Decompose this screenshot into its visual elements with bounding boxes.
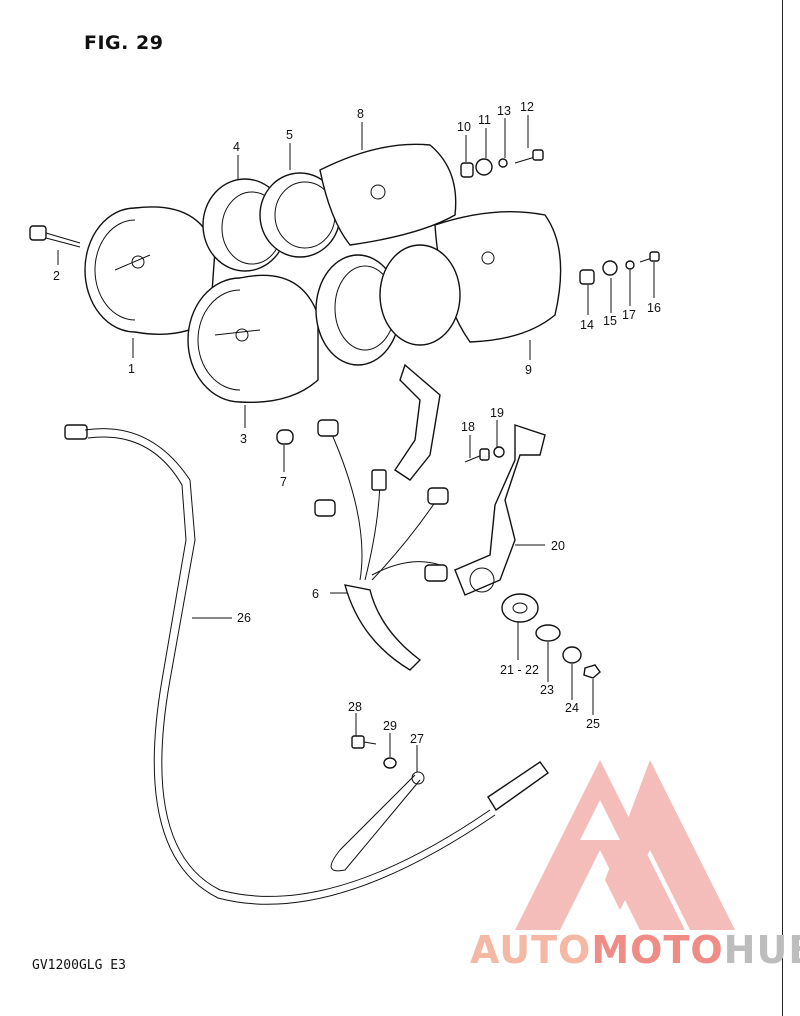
callout-2: 2 — [53, 269, 60, 283]
hardware-right — [579, 251, 660, 285]
callout-25: 25 — [586, 717, 600, 731]
callout-18: 18 — [461, 420, 475, 434]
tachometer-gauge — [187, 274, 319, 404]
watermark-part-moto: MOTO — [591, 928, 724, 972]
callout-26: 26 — [237, 611, 251, 625]
callout-19: 19 — [490, 406, 504, 420]
callout-5: 5 — [286, 128, 293, 142]
cable-clamp — [330, 735, 425, 872]
callout-21-22: 21 - 22 — [500, 663, 539, 677]
callout-8: 8 — [357, 107, 364, 121]
callout-27: 27 — [410, 732, 424, 746]
callout-24: 24 — [565, 701, 579, 715]
bulb-part — [276, 429, 294, 445]
grommet-set — [501, 593, 601, 679]
callout-12: 12 — [520, 100, 534, 114]
hardware-upper — [460, 149, 544, 178]
callout-4: 4 — [233, 140, 240, 154]
callout-labels: 1 2 3 4 5 6 7 8 9 10 11 12 13 14 15 16 1… — [53, 100, 661, 746]
callout-6: 6 — [312, 587, 319, 601]
callout-14: 14 — [580, 318, 594, 332]
callout-20: 20 — [551, 539, 565, 553]
watermark-text: AUTOMOTOHUB — [470, 928, 800, 972]
watermark-logo-icon — [515, 760, 735, 930]
watermark-part-auto: AUTO — [470, 928, 592, 972]
gauge-ring-upper — [202, 172, 341, 272]
callout-15: 15 — [603, 314, 617, 328]
callout-1: 1 — [128, 362, 135, 376]
callout-13: 13 — [497, 104, 511, 118]
callout-28: 28 — [348, 700, 362, 714]
screw-washer-18-19 — [464, 446, 505, 463]
model-code: GV1200GLG E3 — [32, 958, 126, 973]
gauge-ring-lower — [315, 244, 461, 366]
speedometer-gauge — [84, 206, 216, 335]
watermark-part-hub: HUB — [723, 928, 800, 972]
knob-part — [29, 225, 81, 248]
page-edge-line — [782, 0, 783, 1016]
callout-16: 16 — [647, 301, 661, 315]
callout-7: 7 — [280, 475, 287, 489]
callout-17: 17 — [622, 308, 636, 322]
speedometer-cable — [64, 424, 549, 905]
wiring-harness — [314, 419, 449, 671]
callout-11: 11 — [478, 113, 491, 127]
callout-10: 10 — [457, 120, 471, 134]
gauge-housing-upper — [319, 143, 457, 246]
callout-29: 29 — [383, 719, 397, 733]
figure-title: FIG. 29 — [84, 32, 164, 54]
callout-23: 23 — [540, 683, 554, 697]
callout-9: 9 — [525, 363, 532, 377]
leader-lines — [57, 115, 655, 772]
mounting-bracket — [394, 363, 546, 596]
callout-3: 3 — [240, 432, 247, 446]
